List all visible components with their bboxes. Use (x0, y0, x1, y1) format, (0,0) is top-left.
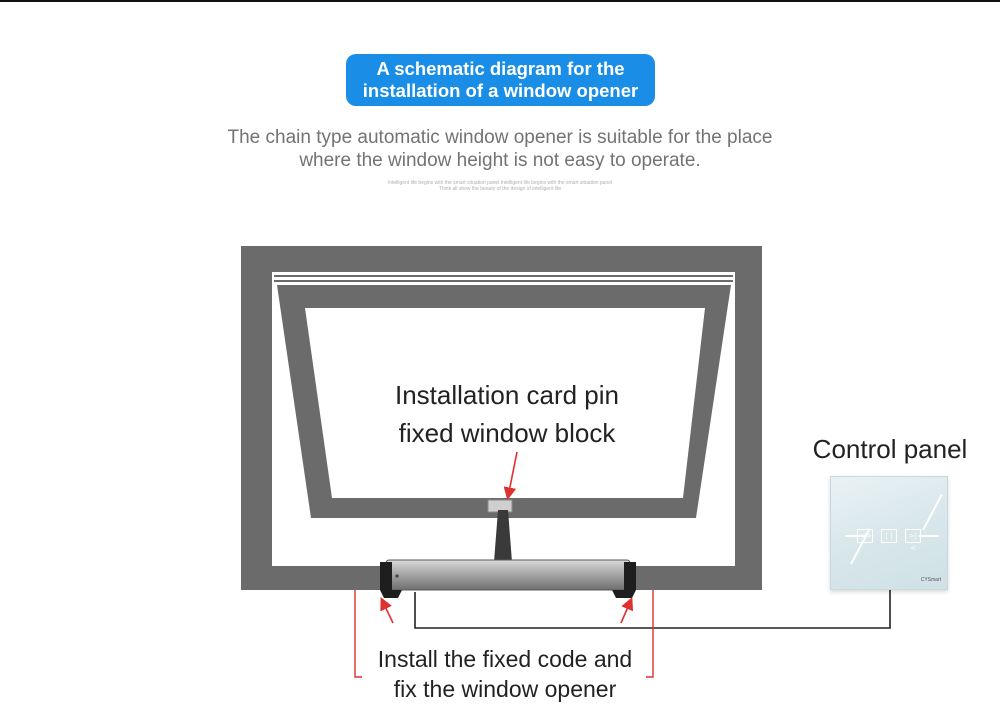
window-sash (277, 285, 731, 518)
panel-close-button[interactable]: >|< (905, 529, 921, 552)
panel-decor-line (919, 535, 939, 537)
window-opener-body (385, 559, 631, 591)
install-bracket-right (646, 590, 654, 678)
arrow-bracket-right (620, 597, 634, 624)
control-panel-label: Control panel (812, 434, 968, 464)
title-badge: A schematic diagram for the installation… (346, 54, 655, 106)
arrow-card-pin (503, 451, 518, 501)
chain-arm (494, 510, 512, 562)
fine-print-line-2: Think all show the beauty of the design … (438, 186, 562, 192)
card-pin-label: Installation card pin fixed window block (357, 376, 657, 452)
install-label-line-1: Install the fixed code and (377, 646, 633, 672)
control-panel-device: <|> | | >|< CYSmart (830, 476, 948, 590)
card-pin-label-line-1: Installation card pin (394, 380, 620, 410)
panel-decor-line (845, 535, 865, 537)
top-divider (0, 0, 1000, 2)
subtitle: The chain type automatic window opener i… (100, 126, 900, 172)
install-bracket-left (354, 590, 362, 678)
arrow-bracket-left (380, 597, 394, 624)
panel-pause-button[interactable]: | | (881, 529, 897, 543)
panel-brand: CYSmart (920, 577, 941, 583)
install-label-line-2: fix the window opener (393, 676, 617, 702)
opener-screw (395, 574, 399, 578)
fine-print-line-1: Intelligent life begins with the smart s… (387, 180, 613, 186)
mount-bracket-left (380, 590, 402, 598)
panel-decor-line (922, 494, 943, 531)
mount-bracket-right (612, 590, 636, 598)
fine-print: Intelligent life begins with the smart s… (250, 180, 750, 192)
opener-end-cap-right (624, 562, 636, 590)
subtitle-line-1: The chain type automatic window opener i… (227, 127, 773, 148)
title-line-2: installation of a window opener (362, 80, 639, 101)
install-label: Install the fixed code and fix the windo… (350, 644, 660, 704)
title-line-1: A schematic diagram for the (376, 58, 625, 79)
card-pin-label-line-2: fixed window block (398, 418, 616, 448)
subtitle-line-2: where the window height is not easy to o… (299, 150, 701, 171)
panel-open-button[interactable]: <|> (857, 529, 873, 543)
opener-end-cap-left (380, 562, 392, 590)
